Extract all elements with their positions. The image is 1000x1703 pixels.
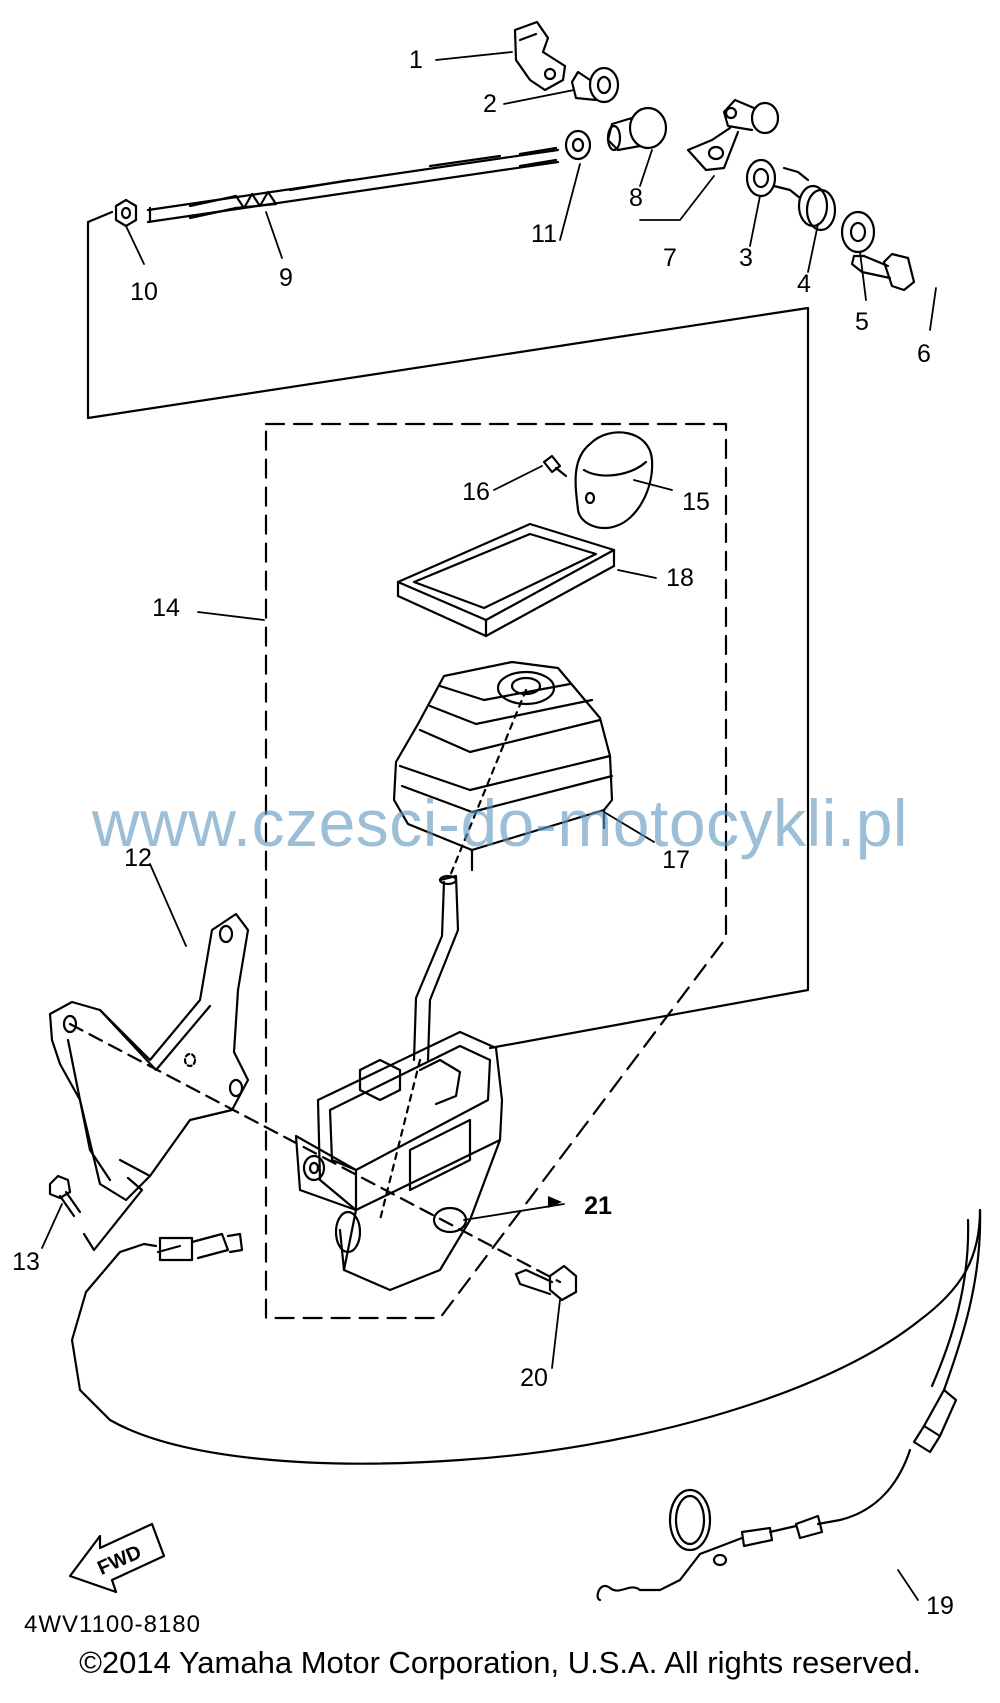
callout-20: 20 <box>520 1364 548 1392</box>
callout-7: 7 <box>663 244 677 272</box>
shift-lever-rod <box>412 874 460 1062</box>
knob-part <box>574 431 654 530</box>
spring-part <box>772 166 837 232</box>
bushing-part <box>564 129 592 161</box>
assembly-frame-lines <box>86 210 810 1050</box>
clip-part <box>513 20 567 92</box>
callout-8: 8 <box>629 184 643 212</box>
fwd-arrow <box>68 1522 166 1594</box>
bolt-bracket-link <box>82 1176 144 1252</box>
washer-part <box>745 158 777 198</box>
callout-6: 6 <box>917 340 931 368</box>
callout-2: 2 <box>483 90 497 118</box>
rod-part <box>146 146 560 224</box>
cable-part <box>70 1208 982 1602</box>
gasket-part <box>396 522 616 638</box>
callout-19: 19 <box>926 1592 954 1620</box>
copyright-notice: ©2014 Yamaha Motor Corporation, U.S.A. A… <box>79 1645 921 1680</box>
leader-lines <box>41 51 937 1601</box>
callout-1: 1 <box>409 46 423 74</box>
watermark: www.czesci-do-motocykli.pl <box>91 786 909 860</box>
bolt-part-2 <box>48 1174 82 1218</box>
bolt-part <box>850 252 916 292</box>
callout-13: 13 <box>12 1248 40 1276</box>
callout-12: 12 <box>124 844 152 872</box>
screw-part <box>542 454 568 478</box>
callout-14: 14 <box>152 594 180 622</box>
diagram-part-code: 4WV1100-8180 <box>24 1611 201 1638</box>
callout-10: 10 <box>130 278 158 306</box>
lever-housing <box>294 1030 504 1292</box>
nut-part <box>114 198 138 228</box>
axis-line-2 <box>378 688 528 1222</box>
axis-line <box>68 1022 562 1284</box>
callout-11: 11 <box>531 220 557 248</box>
joint-part <box>606 106 668 152</box>
callout-9: 9 <box>279 264 293 292</box>
callout-3: 3 <box>739 244 753 272</box>
callout-16: 16 <box>462 478 490 506</box>
collar-part <box>570 66 620 104</box>
callout-4: 4 <box>797 270 811 298</box>
callout-17: 17 <box>662 846 690 874</box>
callout-5: 5 <box>855 308 869 336</box>
boot-part <box>392 660 614 872</box>
indicator-arrow <box>548 1196 562 1208</box>
callout-15: 15 <box>682 488 710 516</box>
callout-21: 21 <box>584 1192 612 1220</box>
washer-part-2 <box>840 210 876 254</box>
bracket-part <box>48 912 250 1202</box>
lever-joint-part <box>686 98 780 172</box>
bolt-part-3 <box>514 1264 578 1302</box>
lever-assembly-boundary <box>264 422 728 1320</box>
callout-18: 18 <box>666 564 694 592</box>
